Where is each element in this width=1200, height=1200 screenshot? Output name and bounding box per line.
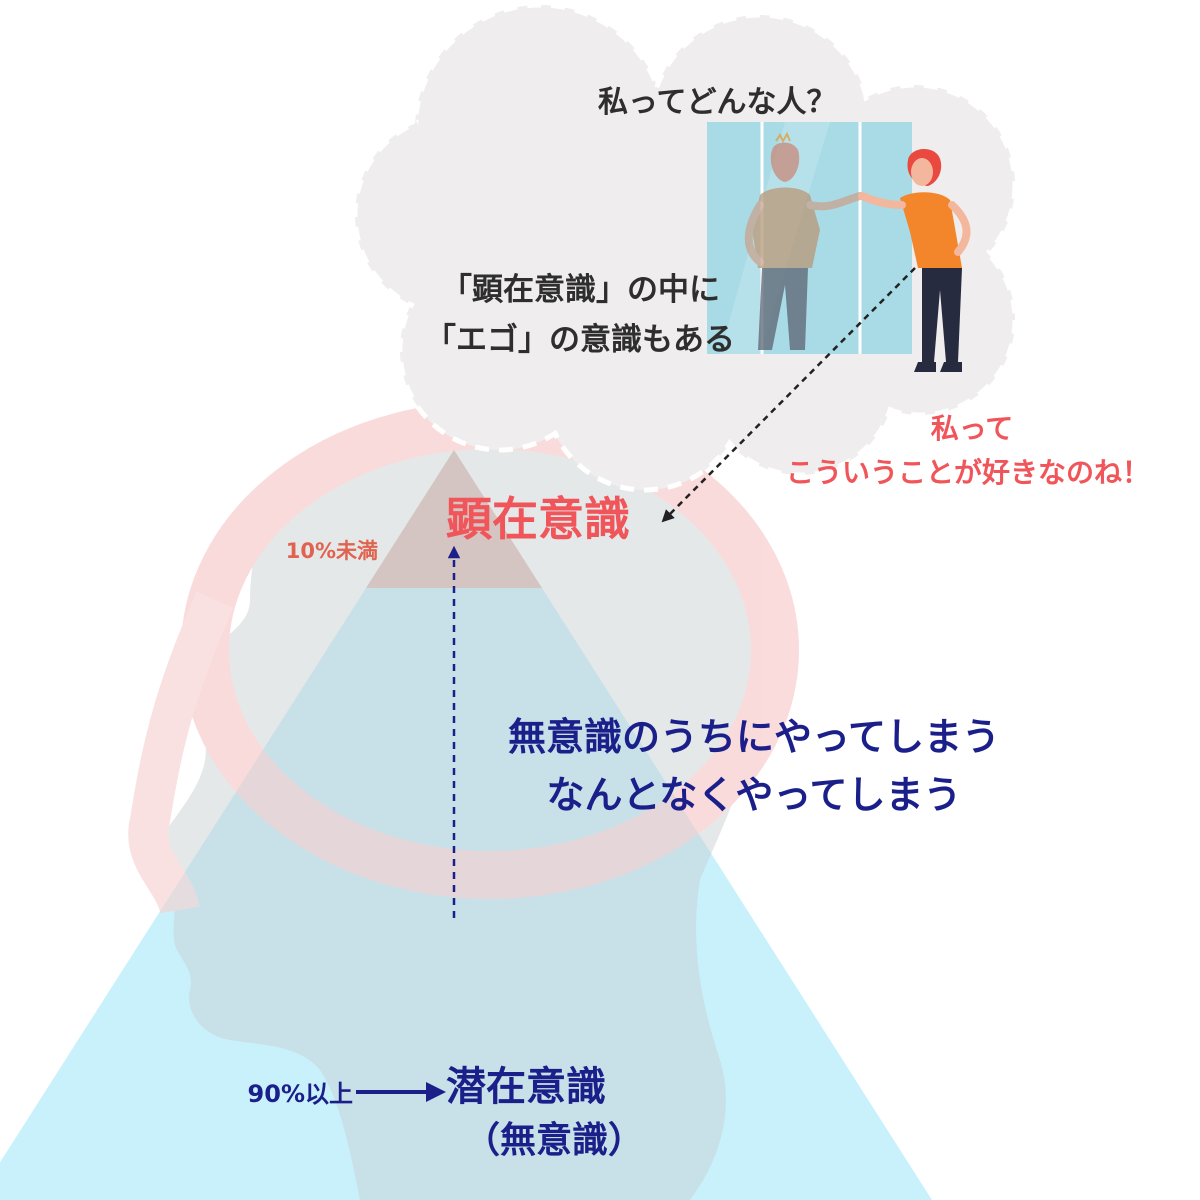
realization-line-1: 私って — [931, 412, 1014, 445]
realization-arrow — [661, 267, 916, 523]
middle-line-1: 無意識のうちにやってしまう — [508, 715, 1000, 759]
pyramid — [0, 450, 932, 1200]
pyramid-tip — [366, 450, 542, 588]
subconscious-sub-label: （無意識） — [464, 1120, 644, 1161]
subconscious-label: 潜在意識 — [446, 1064, 606, 1110]
reflection-woman — [744, 131, 864, 350]
middle-line-2: なんとなくやってしまう — [547, 773, 962, 817]
realization-line-2: こういうことが好きなのね！ — [786, 456, 1150, 489]
woman-figure — [858, 148, 971, 372]
ego-line-1: 「顕在意識」の中に — [441, 272, 720, 308]
head-fill — [155, 409, 761, 1200]
head-back-outline — [128, 591, 234, 915]
pyramid-body — [0, 450, 932, 1200]
ego-line-2: 「エゴ」の意識もある — [425, 322, 735, 358]
subconscious-percent: 90%以上 — [248, 1080, 353, 1108]
conscious-percent: 10%未満 — [286, 539, 378, 563]
conscious-label: 顕在意識 — [446, 492, 630, 546]
mirror-illustration — [707, 122, 971, 372]
cloud-question: 私ってどんな人？ — [598, 85, 837, 120]
